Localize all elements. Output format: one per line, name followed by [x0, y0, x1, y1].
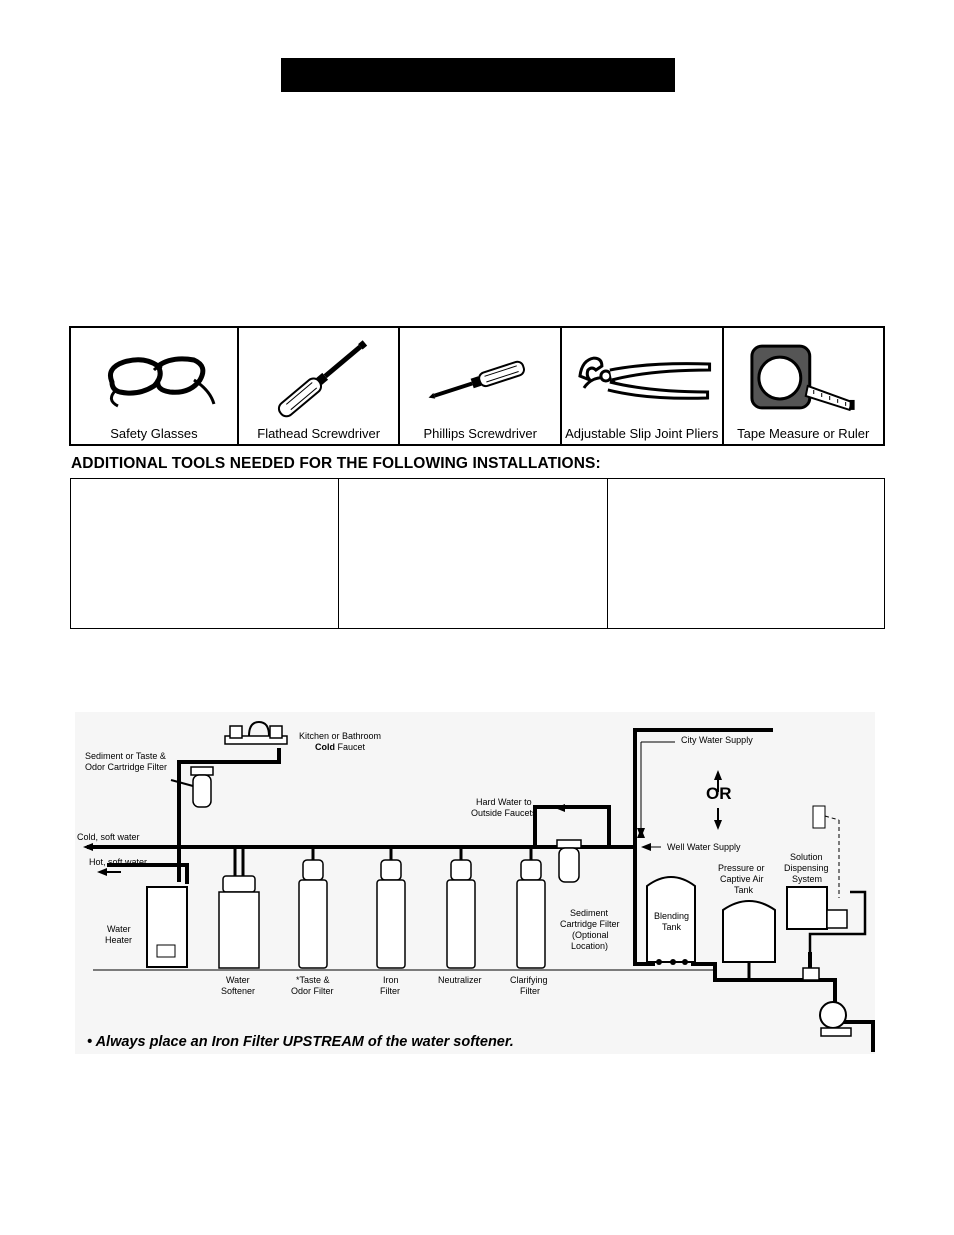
clarifying-filter-icon: [516, 859, 546, 969]
label-cold-bold: Cold: [315, 742, 335, 752]
title-bar: [281, 58, 675, 92]
city-supply-pipe: [633, 728, 773, 847]
sediment-taste-filter-icon: [190, 766, 214, 808]
label-iron-1: Iron: [383, 975, 399, 985]
solution-dispensing-icon: [786, 886, 848, 930]
label-kitchen-faucet-2: Cold Faucet: [315, 742, 366, 752]
label-taste-odor-1: *Taste &: [296, 975, 330, 985]
neutralizer-icon: [446, 859, 476, 969]
label-hard-outside-1: Hard Water to: [476, 797, 532, 807]
pump-pipe: [691, 952, 875, 1052]
label-water-heater-2: Heater: [105, 935, 132, 945]
pump-icon: [802, 967, 852, 1037]
label-sediment-cart-1: Sediment: [570, 908, 609, 918]
sediment-cartridge-filter-icon: [556, 839, 582, 883]
label-taste-odor-2: Odor Filter: [291, 986, 334, 996]
label-water-heater-1: Water: [107, 924, 131, 934]
label-sediment-taste-1: Sediment or Taste &: [85, 751, 166, 761]
tool-slip-joint-pliers: Adjustable Slip Joint Pliers: [562, 328, 724, 444]
label-clarifying-1: Clarifying: [510, 975, 548, 985]
label-pressure-2: Captive Air: [720, 874, 764, 884]
taste-odor-filter-icon: [298, 859, 328, 969]
label-solution-2: Dispensing: [784, 863, 829, 873]
blending-tank-icon: [646, 876, 696, 965]
label-clarifying-2: Filter: [520, 986, 540, 996]
solution-small-box: [812, 805, 826, 829]
label-blending-2: Tank: [662, 922, 682, 932]
label-faucet: Faucet: [335, 742, 366, 752]
faucet-pipe: [177, 748, 281, 847]
tool-tape-measure: Tape Measure or Ruler: [724, 328, 884, 444]
pliers-icon: [578, 356, 712, 400]
tape-measure-icon: [749, 344, 855, 412]
heater-hot-pipe: [107, 863, 189, 884]
faucet-icon: [224, 720, 288, 745]
flow-arrows: [83, 741, 722, 876]
label-neutralizer: Neutralizer: [438, 975, 482, 985]
additional-tools-column: [71, 479, 339, 628]
label-water-softener-2: Softener: [221, 986, 255, 996]
label-cold-soft: Cold, soft water: [77, 832, 140, 842]
label-water-softener-1: Water: [226, 975, 250, 985]
label-sediment-taste-2: Odor Cartridge Filter: [85, 762, 167, 772]
tool-flathead-screwdriver: Flathead Screwdriver: [239, 328, 401, 444]
label-solution-1: Solution: [790, 852, 823, 862]
tool-label: Adjustable Slip Joint Pliers: [565, 426, 719, 441]
additional-tools-heading: ADDITIONAL TOOLS NEEDED FOR THE FOLLOWIN…: [71, 455, 601, 472]
label-or: OR: [706, 784, 732, 803]
tool-phillips-screwdriver: Phillips Screwdriver: [400, 328, 562, 444]
water-heater-icon: [146, 886, 188, 968]
installation-diagram-svg: Kitchen or Bathroom Cold Faucet Sediment…: [77, 720, 875, 1052]
label-sediment-cart-4: Location): [571, 941, 608, 951]
iron-filter-icon: [376, 859, 406, 969]
label-solution-3: System: [792, 874, 822, 884]
label-pressure-3: Tank: [734, 885, 754, 895]
tool-label: Flathead Screwdriver: [257, 426, 381, 441]
safety-glasses-icon: [107, 356, 216, 408]
well-supply-pipe: [633, 847, 655, 966]
label-blending-1: Blending: [654, 911, 689, 921]
basic-tools-table: Safety Glasses Flathead Screwdriver: [69, 326, 885, 446]
label-hard-outside-2: Outside Faucets: [471, 808, 537, 818]
tool-safety-glasses: Safety Glasses: [71, 328, 239, 444]
tool-label: Tape Measure or Ruler: [737, 426, 870, 441]
additional-tools-table: [70, 478, 885, 629]
label-sediment-cart-2: Cartridge Filter: [560, 919, 620, 929]
solution-pipe: [808, 890, 867, 952]
flathead-screwdriver-icon: [277, 340, 368, 418]
water-softener-icon: [218, 847, 260, 969]
sediment-taste-leader: [170, 779, 194, 787]
additional-tools-column: [608, 479, 884, 628]
tool-label: Safety Glasses: [110, 426, 198, 441]
label-kitchen-faucet-1: Kitchen or Bathroom: [299, 731, 381, 741]
phillips-screwdriver-icon: [428, 360, 526, 399]
pressure-tank-icon: [722, 900, 776, 980]
label-well-supply: Well Water Supply: [667, 842, 741, 852]
installation-diagram: Kitchen or Bathroom Cold Faucet Sediment…: [75, 712, 875, 1054]
label-pressure-1: Pressure or: [718, 863, 765, 873]
additional-tools-column: [339, 479, 608, 628]
label-city-supply: City Water Supply: [681, 735, 753, 745]
iron-filter-note: • Always place an Iron Filter UPSTREAM o…: [87, 1034, 514, 1050]
label-iron-2: Filter: [380, 986, 400, 996]
label-sediment-cart-3: (Optional: [572, 930, 609, 940]
label-hot-soft: Hot, soft water: [89, 857, 147, 867]
tool-label: Phillips Screwdriver: [423, 426, 537, 441]
solution-dashed-top: [824, 815, 840, 821]
